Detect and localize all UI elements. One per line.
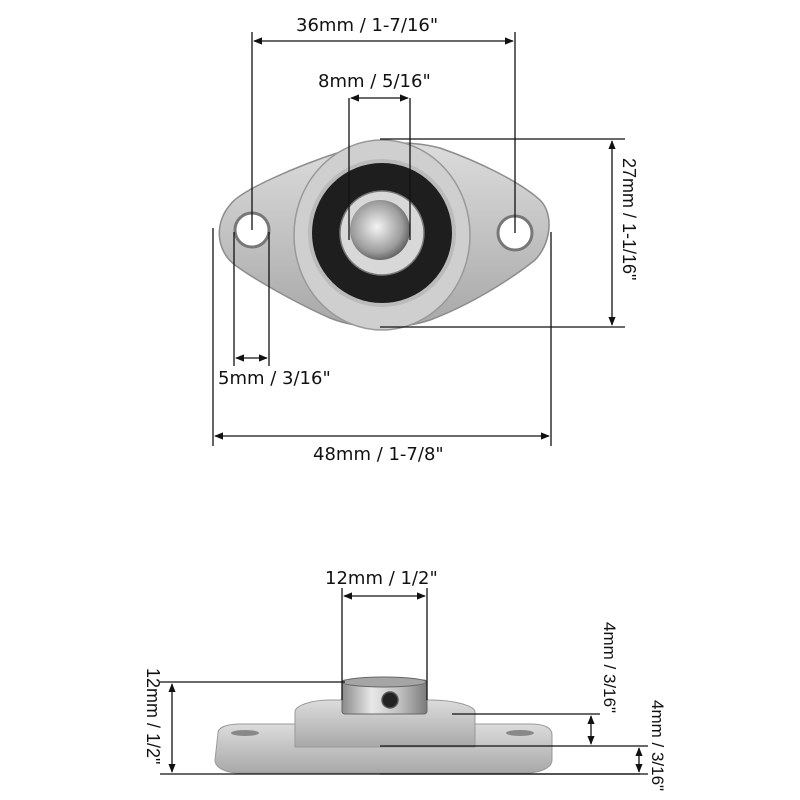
label-collar-diameter: 12mm / 1/2" [325,568,438,589]
bore-hole [350,200,410,260]
label-overall-height: 12mm / 1/2" [143,668,163,765]
housing-body [294,699,476,748]
label-base-thickness: 4mm / 3/16" [648,700,667,792]
label-housing-height: 4mm / 3/16" [600,622,619,714]
top-view-dimension-lines [212,32,625,446]
label-mount-hole-diameter: 5mm / 3/16" [218,368,331,389]
collar-top [341,676,427,688]
side-view-dimension-lines [160,588,648,775]
label-bore-diameter: 8mm / 5/16" [318,71,431,92]
set-screw [381,691,399,709]
label-overall-length: 48mm / 1-7/8" [313,444,444,465]
top-view-bearing [218,139,550,331]
label-hole-spacing: 36mm / 1-7/16" [296,15,439,36]
label-flange-height: 27mm / 1-1/16" [619,158,639,281]
side-view-bearing [214,676,553,774]
